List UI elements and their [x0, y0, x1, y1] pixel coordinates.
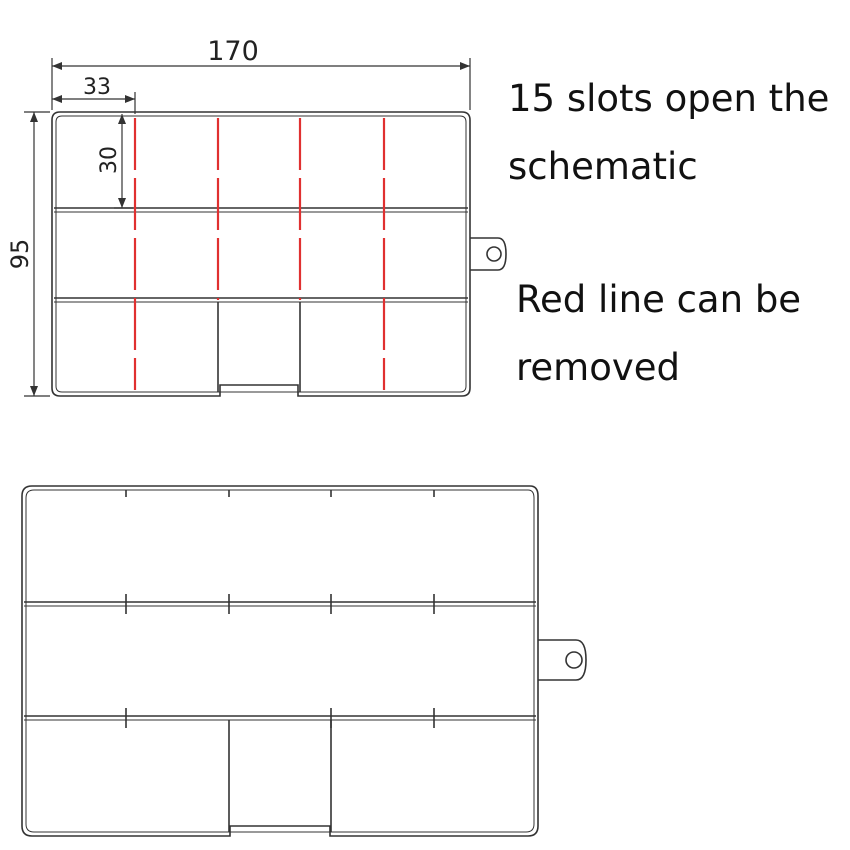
bottom-hinge-tab — [538, 639, 587, 681]
dim-label-compartment-height: 30 — [97, 146, 122, 174]
removable-dividers — [133, 118, 386, 390]
dim-label-overall-height: 95 — [6, 239, 34, 270]
caption-slots-line-1: 15 slots open the — [508, 77, 830, 120]
dim-label-overall-width: 170 — [207, 36, 259, 67]
dimension-lines — [24, 58, 471, 397]
top-box-outline — [51, 111, 471, 397]
dim-label-compartment-width: 33 — [83, 75, 111, 100]
top-box-inner-outline — [55, 115, 467, 393]
top-hinge-tab — [470, 237, 507, 271]
bottom-hinge-hole — [565, 651, 583, 669]
caption-slots-line-2: schematic — [508, 145, 698, 188]
divider-slot-notches — [125, 490, 435, 728]
caption-red-line-1: Red line can be — [516, 278, 802, 321]
bottom-box-inner-outline — [25, 489, 535, 833]
top-hinge-hole — [486, 246, 502, 262]
bottom-box-outline — [21, 485, 539, 837]
bottom-schematic — [21, 485, 587, 837]
caption-red-line-2: removed — [516, 346, 680, 389]
